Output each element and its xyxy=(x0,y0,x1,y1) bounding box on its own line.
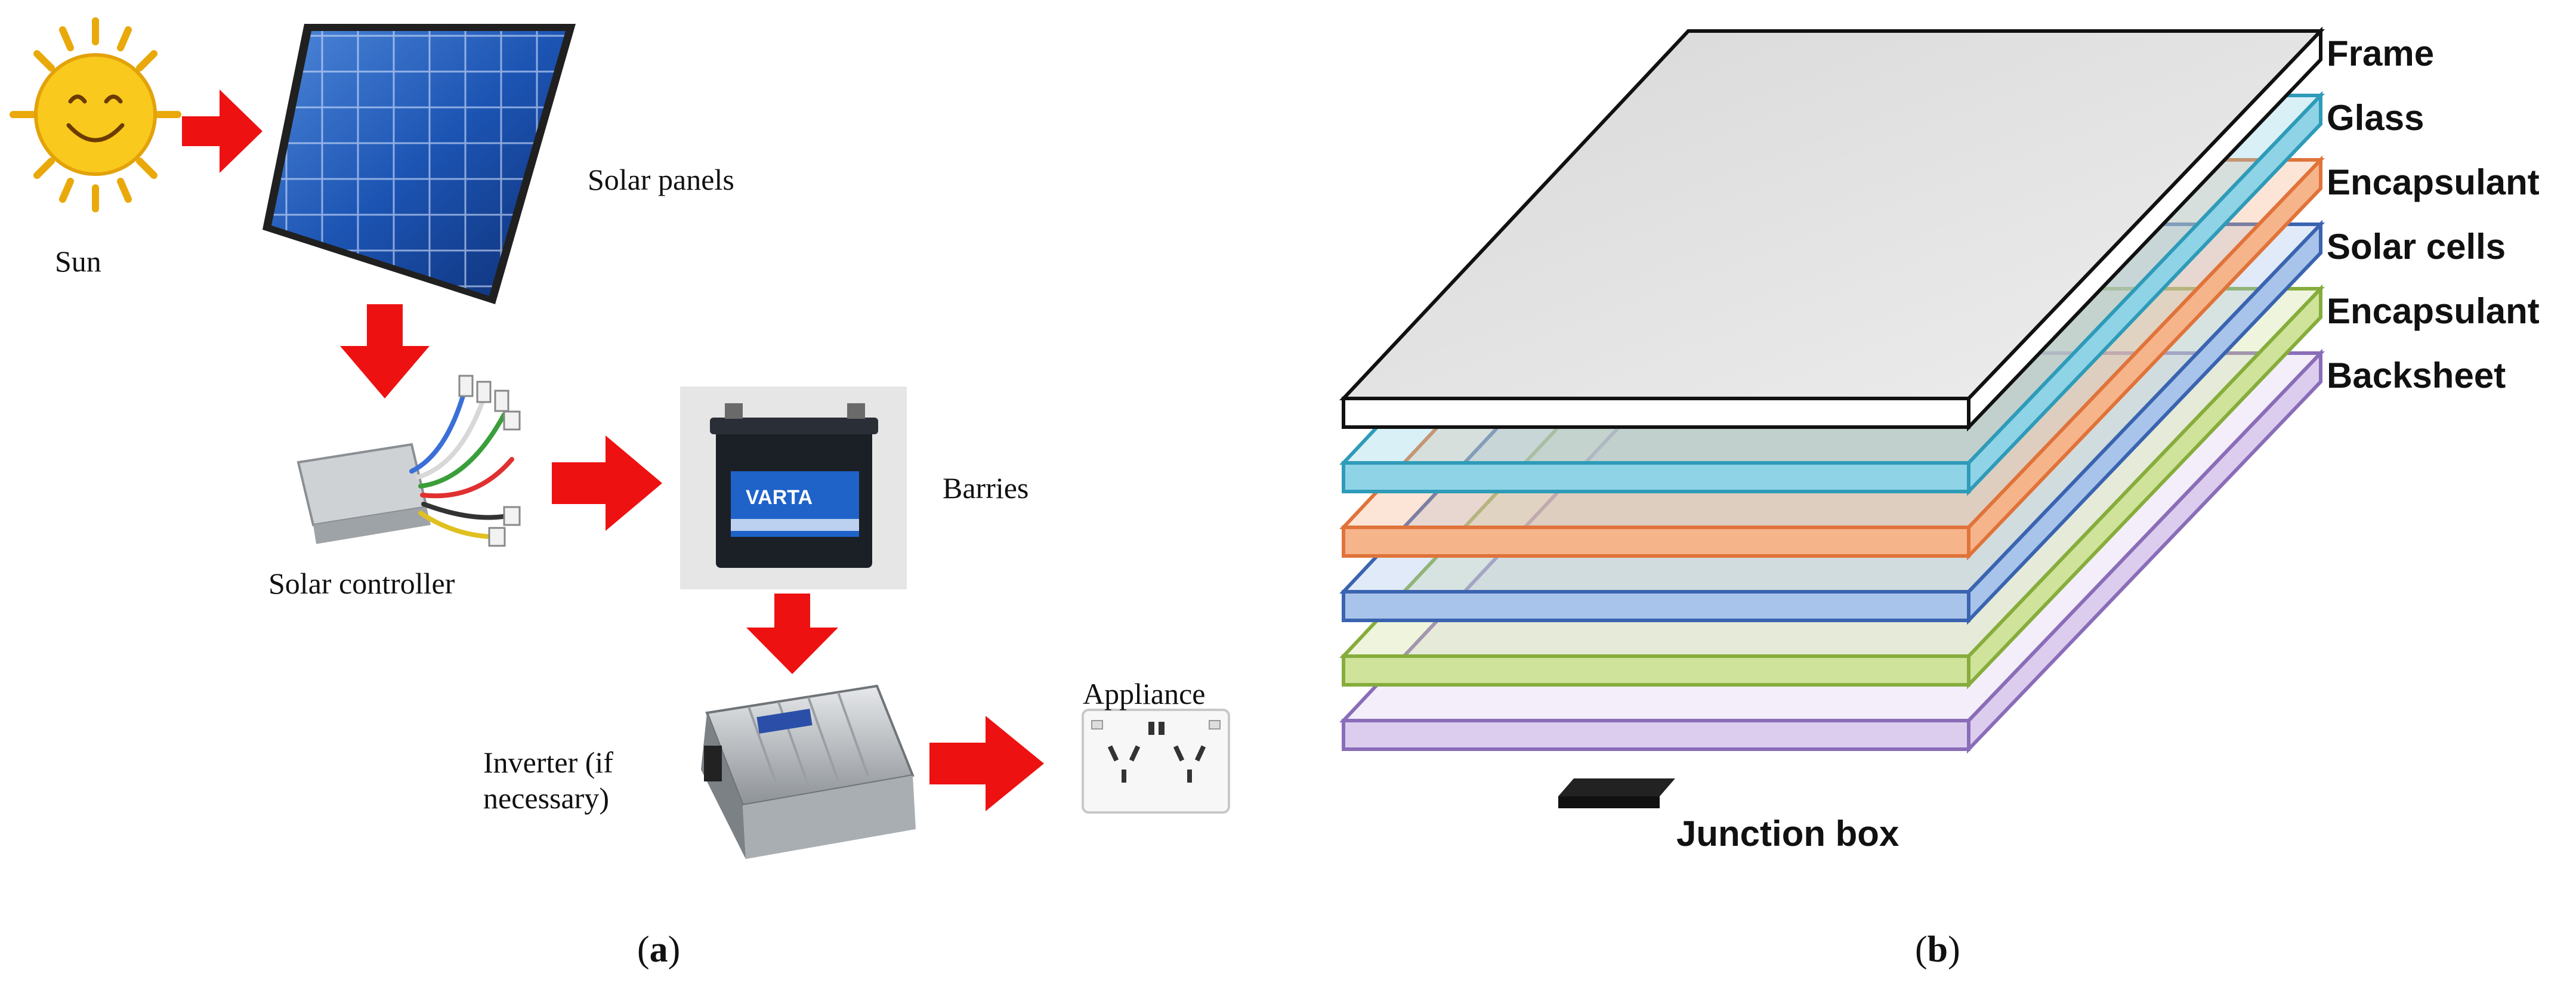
layer-label-glass: Glass xyxy=(2327,98,2424,138)
layer-slab-frame xyxy=(1339,26,2325,432)
solar-panels-label: Solar panels xyxy=(588,163,734,196)
layer-label-solar-cells: Solar cells xyxy=(2327,227,2506,267)
layer-label-frame: Frame xyxy=(2327,33,2434,73)
solar-controller-icon xyxy=(296,375,521,547)
battery-brand: VARTA xyxy=(746,486,813,509)
solar-panel-icon xyxy=(262,24,576,304)
layer-labels: Frame Glass Encapsulant Solar cells Enca… xyxy=(2327,33,2540,395)
arrow-inverter-to-appliance xyxy=(929,716,1044,811)
junction-box-icon xyxy=(1558,778,1675,808)
battery-icon: VARTA xyxy=(680,387,907,589)
arrow-panel-to-controller xyxy=(340,304,430,398)
appliance-label: Appliance xyxy=(1083,677,1205,710)
panel-b-caption: (b) xyxy=(1915,929,1960,970)
layer-label-encapsulant-top: Encapsulant xyxy=(2327,162,2540,202)
arrow-sun-to-panel xyxy=(182,89,262,173)
inverter-label-line1: Inverter (if xyxy=(483,746,613,779)
sun-label: Sun xyxy=(55,245,101,278)
junction-box-label: Junction box xyxy=(1676,814,1899,854)
exploded-layers xyxy=(1339,26,2325,754)
solar-controller-label: Solar controller xyxy=(268,567,455,600)
barries-label: Barries xyxy=(943,471,1028,505)
wall-outlet-icon xyxy=(1082,709,1230,814)
panel-a-caption: (a) xyxy=(637,929,680,970)
panel-a: Sun Solar panels xyxy=(10,17,1230,970)
arrow-battery-to-inverter xyxy=(746,594,838,674)
inverter-icon xyxy=(701,684,916,859)
layer-label-encapsulant-bottom: Encapsulant xyxy=(2327,291,2540,331)
panel-b: Junction box Frame Glass Encapsulant Sol… xyxy=(1339,26,2540,970)
layer-label-backsheet: Backsheet xyxy=(2327,356,2506,395)
sun-icon xyxy=(10,17,181,212)
inverter-label-line2: necessary) xyxy=(483,781,609,815)
arrow-controller-to-battery xyxy=(552,435,662,531)
